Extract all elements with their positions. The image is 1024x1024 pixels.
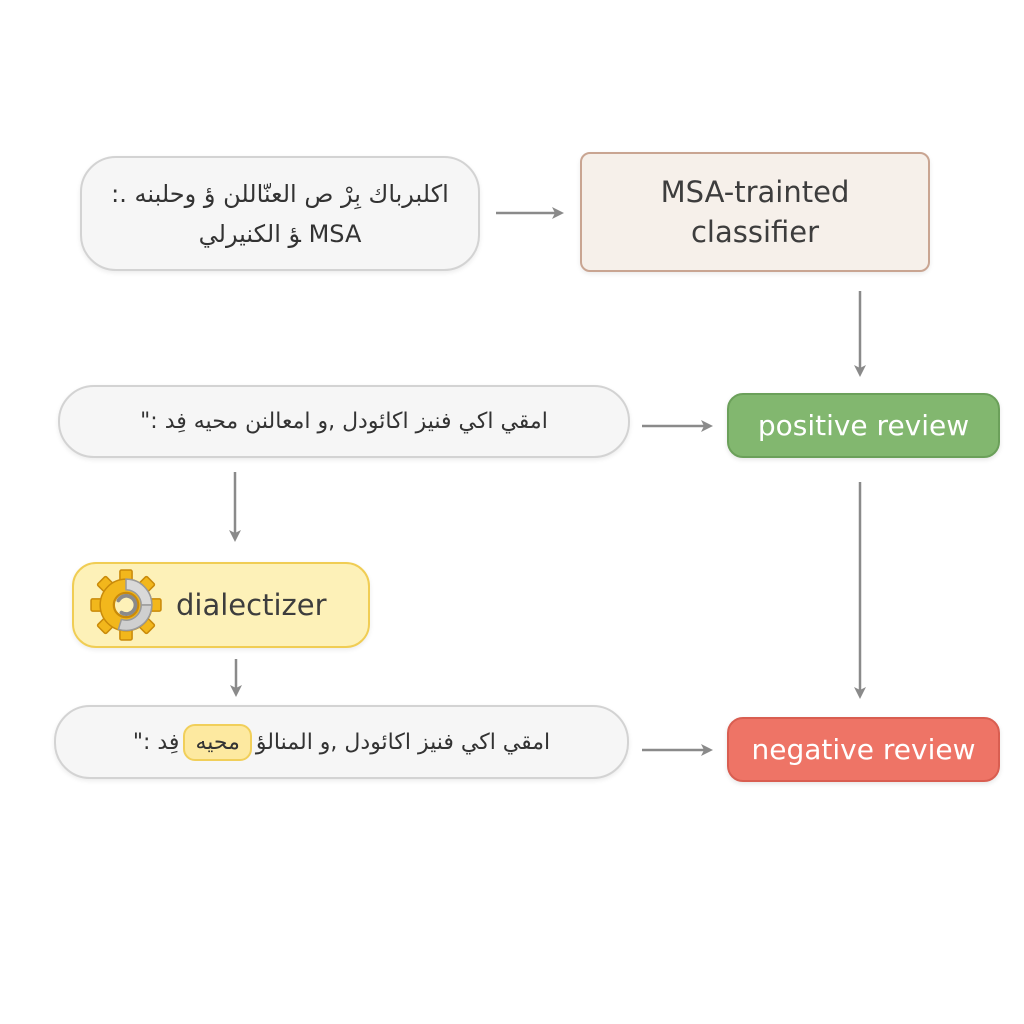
dialectized-text-before: امقي اكي فنيز اكائودل ,و المنالؤ	[255, 729, 551, 755]
dialect-word-highlight: محيه	[183, 723, 252, 761]
dialectized-text-after: فِد :"	[132, 729, 180, 755]
negative-review-box: negative review	[727, 717, 1000, 782]
msa-classifier-box: MSA-trainted classifier	[580, 152, 930, 272]
gear-icon	[90, 569, 162, 641]
negative-review-label: negative review	[751, 733, 976, 766]
classifier-line1: MSA-trainted	[660, 175, 850, 209]
msa-input-line2: MSA ﺆ الكنيرلي	[198, 219, 362, 248]
dialectized-review-box: امقي اكي فنيز اكائودل ,و المنالؤ محيه فِ…	[54, 705, 629, 779]
positive-review-box: positive review	[727, 393, 1000, 458]
original-review-text: امقي اكي فنيز اكائودل ,و امعالنن محيه فِ…	[140, 409, 548, 434]
msa-input-box: اكلبرباك بِرْ ص العنّاللن ؤ وحلبنه .: MS…	[80, 156, 480, 271]
original-review-box: امقي اكي فنيز اكائودل ,و امعالنن محيه فِ…	[58, 385, 630, 458]
classifier-line2: classifier	[690, 215, 820, 249]
dialectizer-label: dialectizer	[176, 588, 327, 622]
dialectizer-box: dialectizer	[72, 562, 370, 648]
positive-review-label: positive review	[757, 409, 970, 442]
msa-input-line1: اكلبرباك بِرْ ص العنّاللن ؤ وحلبنه .:	[111, 179, 449, 208]
